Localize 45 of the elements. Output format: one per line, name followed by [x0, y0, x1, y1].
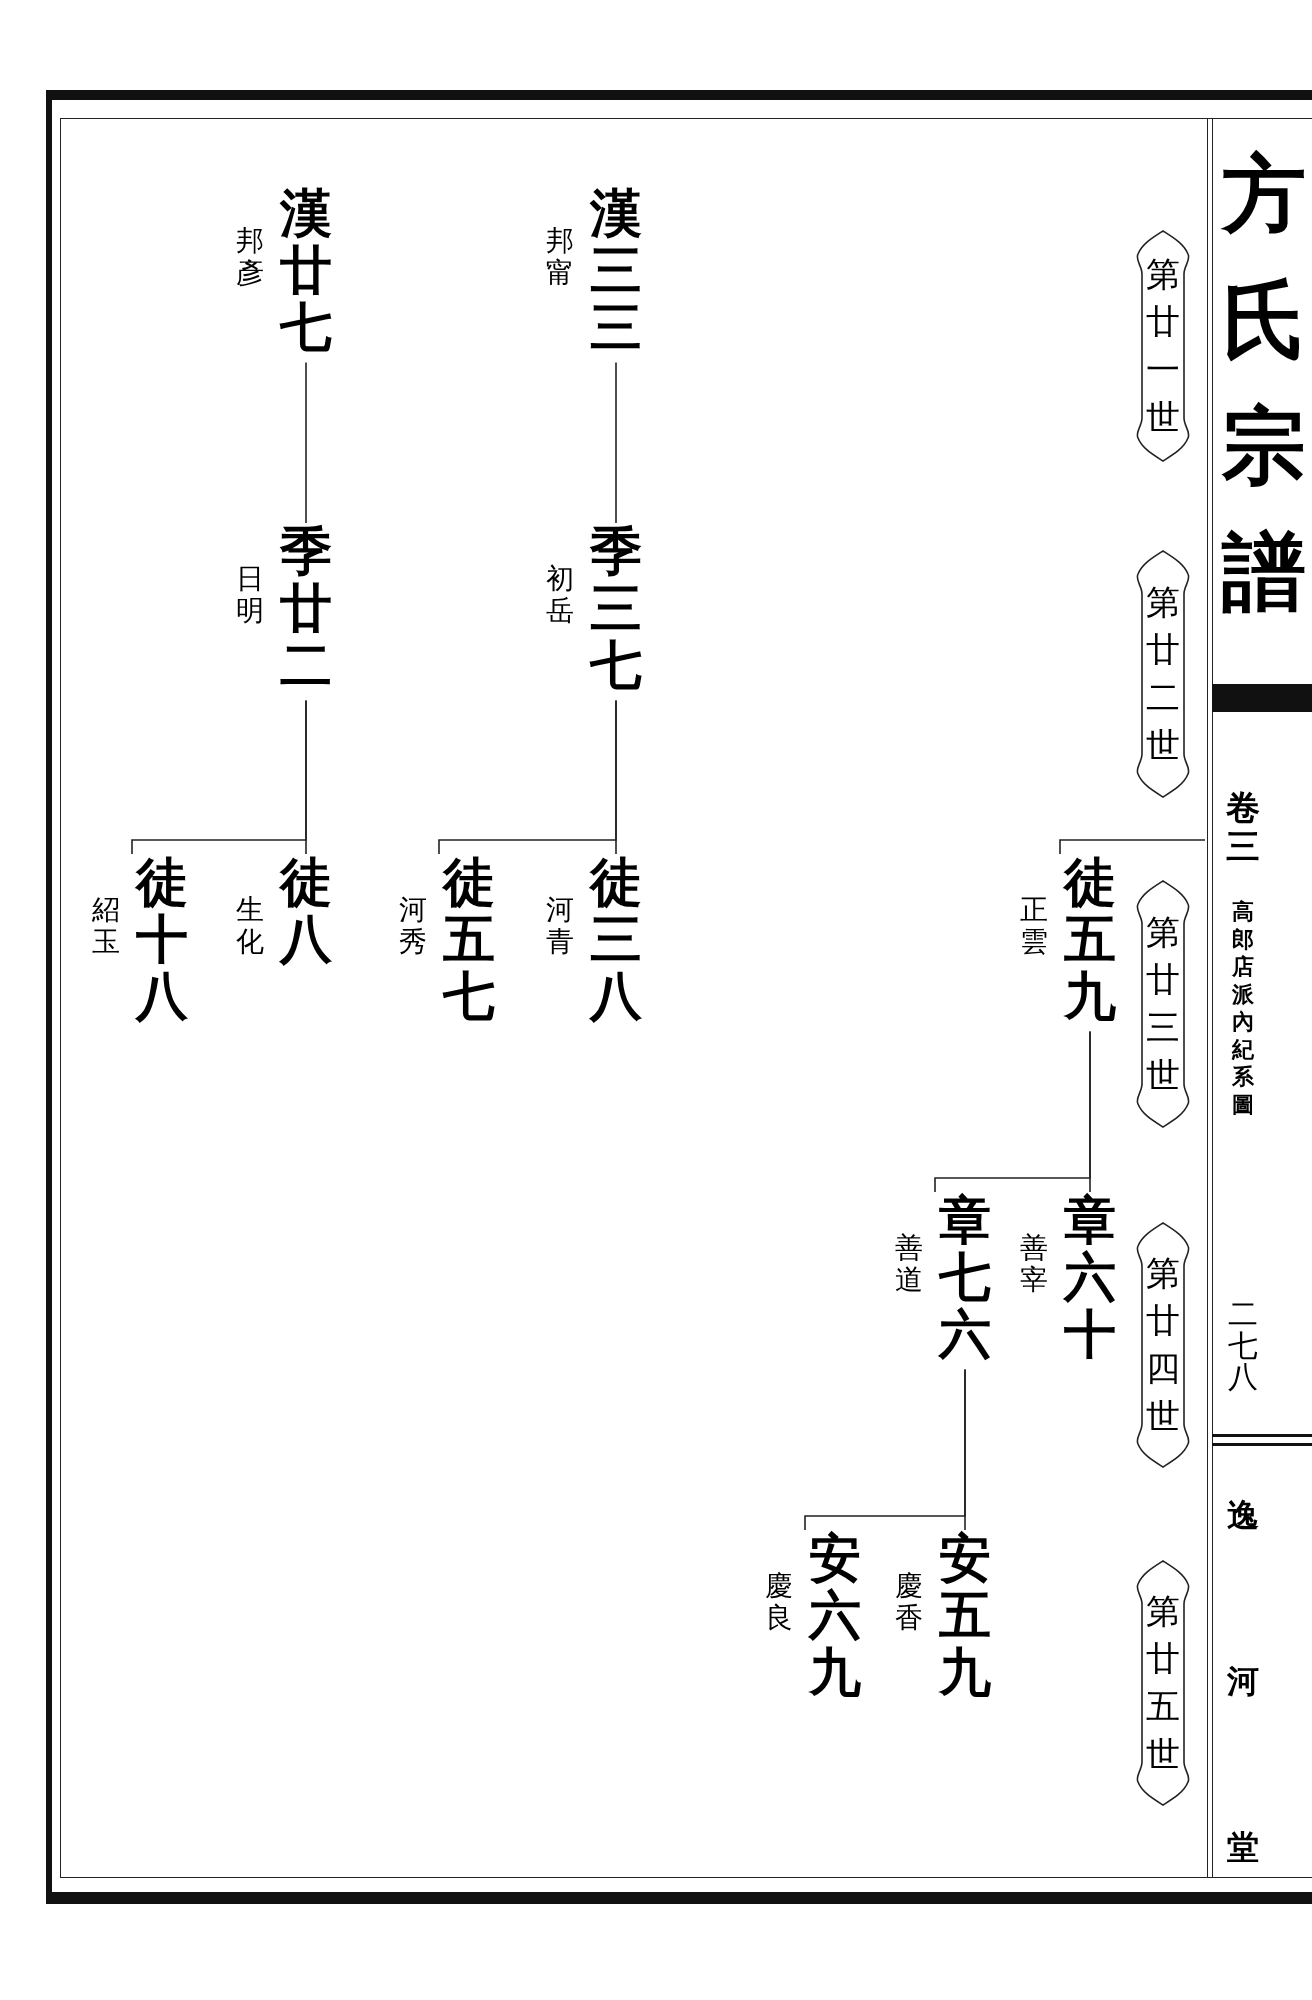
- lineage-line: [934, 1030, 1091, 1193]
- name-column: 章七六: [939, 1192, 991, 1364]
- name-column: 季三七: [590, 523, 642, 695]
- generation-band: 第廿三世: [1134, 880, 1192, 1128]
- name-column: 徒十八: [136, 854, 188, 1026]
- page-number: 二七八: [1228, 1298, 1258, 1393]
- generation-band: 第廿五世: [1134, 1560, 1192, 1806]
- alias-text: 善宰: [1020, 1232, 1048, 1297]
- alias-text: 邦甯: [546, 225, 574, 290]
- alias-text: 河青: [546, 894, 574, 959]
- name-column: 漢廿七: [280, 185, 332, 357]
- alias-text: 生化: [236, 894, 264, 959]
- alias-text: 善道: [895, 1232, 923, 1297]
- name-column: 徒五九: [1064, 854, 1116, 1026]
- alias-text: 慶良: [765, 1570, 793, 1635]
- alias-text: 正雲: [1020, 894, 1048, 959]
- name-column: 徒八: [280, 854, 332, 969]
- title-text: 方氏宗譜: [1222, 147, 1306, 621]
- name-column: 章六十: [1064, 1192, 1116, 1364]
- name-column: 徒三八: [590, 854, 642, 1026]
- lineage-line: [305, 361, 307, 524]
- lineage-line: [615, 361, 617, 524]
- alias-text: 慶香: [895, 1570, 923, 1635]
- name-column: 安五九: [939, 1530, 991, 1702]
- generation-band: 第廿二世: [1134, 550, 1192, 798]
- name-column: 安六九: [809, 1530, 861, 1702]
- name-column: 漢三三: [590, 185, 642, 357]
- generation-band: 第廿四世: [1134, 1222, 1192, 1468]
- alias-text: 初岳: [546, 563, 574, 628]
- volume-label: 卷三: [1226, 788, 1260, 867]
- lineage-line: [1059, 839, 1206, 855]
- alias-text: 日明: [236, 563, 264, 628]
- hall-name-character: 逸: [1227, 1498, 1259, 1534]
- generation-band: 第廿一世: [1134, 230, 1192, 462]
- lineage-line: [131, 699, 307, 855]
- section-title: 高郎店派內紀系圖: [1232, 898, 1254, 1118]
- alias-text: 河秀: [399, 894, 427, 959]
- alias-text: 紹玉: [92, 894, 120, 959]
- hall-name-character: 堂: [1227, 1830, 1259, 1866]
- name-column: 徒五七: [443, 854, 495, 1026]
- name-column: 季廿二: [280, 523, 332, 695]
- lineage-line: [438, 699, 617, 855]
- alias-text: 邦彥: [236, 225, 264, 290]
- lineage-line: [804, 1368, 966, 1531]
- hall-name-character: 河: [1227, 1664, 1259, 1700]
